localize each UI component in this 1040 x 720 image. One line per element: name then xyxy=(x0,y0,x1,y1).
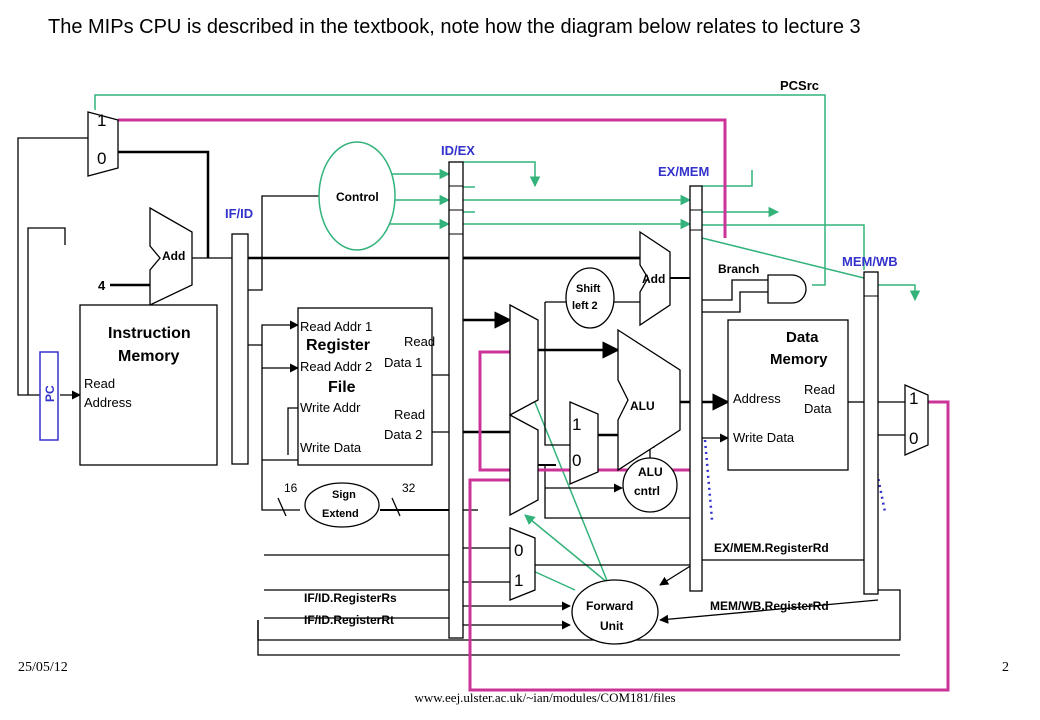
read-data-1-label-1: Read xyxy=(404,334,435,349)
reg-dst-mux-0-label: 0 xyxy=(514,541,523,560)
wb-mux-0-label: 0 xyxy=(909,429,918,448)
if-id-registerrs-label: IF/ID.RegisterRs xyxy=(304,591,397,605)
width-16-label: 16 xyxy=(284,481,298,495)
mem-wb-registerrd-label: MEM/WB.RegisterRd xyxy=(710,599,829,613)
ex-mem-registerrd-label: EX/MEM.RegisterRd xyxy=(714,541,829,555)
read-addr-1-label: Read Addr 1 xyxy=(300,319,372,334)
read-addr-2-label: Read Addr 2 xyxy=(300,359,372,374)
pc-register: PC xyxy=(39,351,59,441)
control-signal-lines xyxy=(94,94,921,591)
pc-mux-1-label: 1 xyxy=(97,111,106,130)
pcsrc-line xyxy=(94,94,826,286)
instruction-memory: Instruction Memory Read Address xyxy=(79,304,218,466)
write-addr-label: Write Addr xyxy=(300,400,361,415)
alu-control-label-1: ALU xyxy=(638,465,663,479)
datapath-wires xyxy=(17,137,905,656)
shift-label-1: Shift xyxy=(576,283,601,295)
read-address-label-2: Address xyxy=(84,395,132,410)
sign-extend-label-1: Sign xyxy=(332,489,356,501)
slide-title: The MIPs CPU is described in the textboo… xyxy=(48,16,861,38)
forwarding-unit: Forward Unit xyxy=(571,579,659,645)
forward-mux-a xyxy=(509,303,539,417)
alu-src-mux: 1 0 xyxy=(569,401,599,485)
branch-target-return xyxy=(118,118,727,238)
pc-mux-0-label: 0 xyxy=(97,149,106,168)
alu-control: ALU cntrl xyxy=(622,457,678,513)
shift-left-2: Shift left 2 xyxy=(565,267,615,329)
register-file: Read Addr 1 Register Read Addr 2 File Wr… xyxy=(297,307,435,466)
width-32-label: 32 xyxy=(402,481,416,495)
ex-mem-register xyxy=(689,185,703,592)
alu-src-mux-1-label: 1 xyxy=(572,415,581,434)
if-id-label: IF/ID xyxy=(225,206,253,221)
footer-date: 25/05/12 xyxy=(18,660,68,675)
sign-extend: Sign Extend xyxy=(304,482,380,528)
alu-src-mux-0-label: 0 xyxy=(572,451,581,470)
shift-label-2: left 2 xyxy=(572,300,598,312)
alu: ALU xyxy=(617,328,681,472)
instruction-memory-title-2: Memory xyxy=(118,348,179,365)
pc-label: PC xyxy=(43,385,57,402)
read-data-2-label-1: Read xyxy=(394,407,425,422)
read-data-1-label-2: Data 1 xyxy=(384,355,422,370)
writeback-mux: 1 0 xyxy=(904,384,929,456)
read-address-label-1: Read xyxy=(84,376,115,391)
dm-address-label: Address xyxy=(733,391,781,406)
dm-write-data-label: Write Data xyxy=(733,430,795,445)
id-ex-register xyxy=(448,161,464,639)
pc-adder: Add xyxy=(149,206,193,307)
forward-mux-b xyxy=(509,413,539,517)
if-id-register xyxy=(231,233,249,465)
sign-extend-label-2: Extend xyxy=(322,508,359,520)
mem-wb-register xyxy=(863,271,879,595)
id-ex-label: ID/EX xyxy=(441,143,475,158)
data-memory-title-2: Memory xyxy=(770,351,828,368)
forward-unit-label-2: Unit xyxy=(600,619,623,633)
branch-label: Branch xyxy=(718,262,759,276)
ex-mem-label: EX/MEM xyxy=(658,164,709,179)
constant-four: 4 xyxy=(98,278,106,293)
branch-adder: Add xyxy=(639,230,671,327)
register-file-title-1: Register xyxy=(306,337,370,354)
read-data-2-label-2: Data 2 xyxy=(384,427,422,442)
write-data-label: Write Data xyxy=(300,440,362,455)
footer-url: www.eej.ulster.ac.uk/~ian/modules/COM181… xyxy=(414,690,676,705)
dm-read-label-2: Data xyxy=(804,401,832,416)
alu-control-label-2: cntrl xyxy=(634,484,660,498)
forward-unit-label-1: Forward xyxy=(586,599,633,613)
instruction-memory-title-1: Instruction xyxy=(108,325,191,342)
register-file-title-2: File xyxy=(328,379,356,396)
control-unit: Control xyxy=(318,141,396,251)
pc-mux: 1 0 xyxy=(87,111,119,177)
control-label: Control xyxy=(336,190,379,204)
dm-read-label-1: Read xyxy=(804,382,835,397)
mem-wb-label: MEM/WB xyxy=(842,254,898,269)
pc-adder-label: Add xyxy=(162,249,185,263)
wb-mux-1-label: 1 xyxy=(909,389,918,408)
branch-adder-label: Add xyxy=(642,272,665,286)
reg-dst-mux: 0 1 xyxy=(509,527,536,601)
alu-label: ALU xyxy=(630,399,655,413)
branch-and-gate: Branch xyxy=(718,262,807,304)
if-id-registerrt-label: IF/ID.RegisterRt xyxy=(304,613,394,627)
footer-page-number: 2 xyxy=(1002,660,1009,675)
data-memory: Data Memory Address Read Data Write Data xyxy=(727,319,849,471)
pcsrc-label: PCSrc xyxy=(780,78,819,93)
reg-dst-mux-1-label: 1 xyxy=(514,571,523,590)
data-memory-title-1: Data xyxy=(786,329,819,346)
